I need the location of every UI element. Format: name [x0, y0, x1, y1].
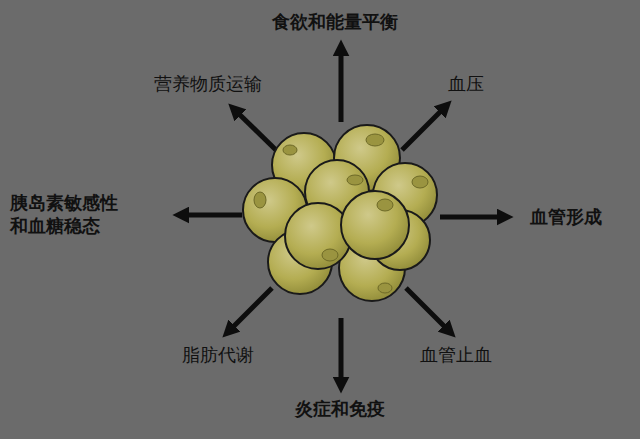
cell-nuclei: [254, 134, 428, 293]
function-label: 血管形成: [530, 205, 602, 228]
function-label: 血压: [448, 72, 484, 95]
function-label: 血管止血: [420, 343, 492, 366]
fat-cells: [243, 125, 437, 301]
function-label: 脂肪代谢: [182, 343, 254, 366]
function-label: 食欲和能量平衡: [272, 10, 398, 33]
function-label: 胰岛素敏感性 和血糖稳态: [10, 191, 125, 238]
function-label: 炎症和免疫: [295, 397, 385, 420]
function-label: 营养物质运输: [154, 72, 262, 95]
arrows: [186, 53, 500, 380]
